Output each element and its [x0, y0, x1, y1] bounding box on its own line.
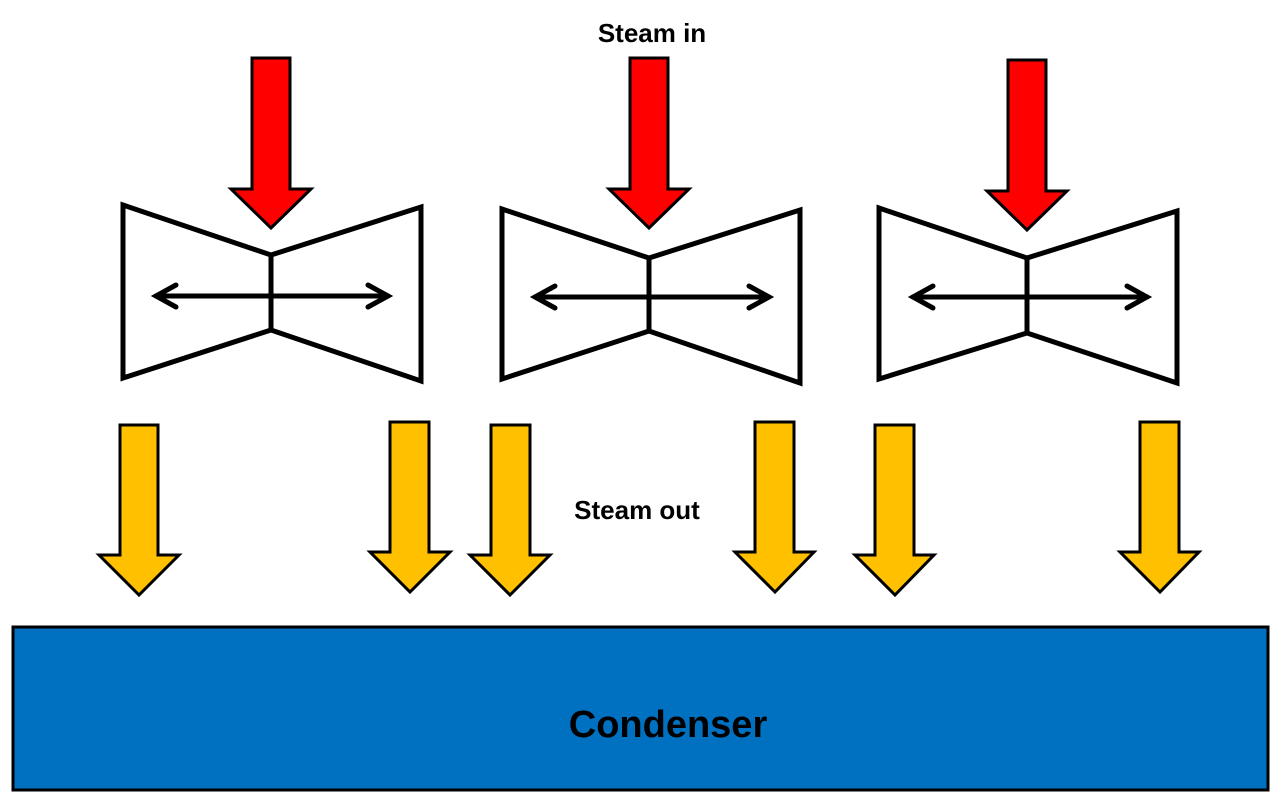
steam-in-arrows	[227, 56, 1071, 233]
steam-out-arrow-2	[366, 420, 454, 595]
turbine-3-double-arrow-icon	[907, 283, 1153, 311]
steam-out-arrow-4	[731, 420, 818, 595]
turbine-3	[876, 204, 1180, 387]
steam-out-arrow-3	[466, 423, 554, 598]
steam-out-arrows	[95, 420, 1203, 598]
steam-in-label: Steam in	[598, 18, 706, 48]
steam-out-arrow-5	[851, 423, 938, 598]
turbine-2	[499, 205, 803, 387]
steam-in-arrow-2	[605, 56, 693, 231]
turbine-1-double-arrow-icon	[150, 282, 394, 310]
steam-out-arrow-1	[95, 423, 183, 598]
steam-in-arrow-3	[983, 58, 1071, 233]
condenser-label: Condenser	[569, 704, 768, 746]
steam-out-label: Steam out	[574, 495, 700, 525]
steam-in-arrow-1	[227, 56, 315, 231]
condenser-box	[11, 625, 1270, 792]
turbine-1	[120, 201, 424, 385]
turbine-2-double-arrow-icon	[529, 283, 775, 311]
steam-out-arrow-6	[1116, 420, 1203, 595]
